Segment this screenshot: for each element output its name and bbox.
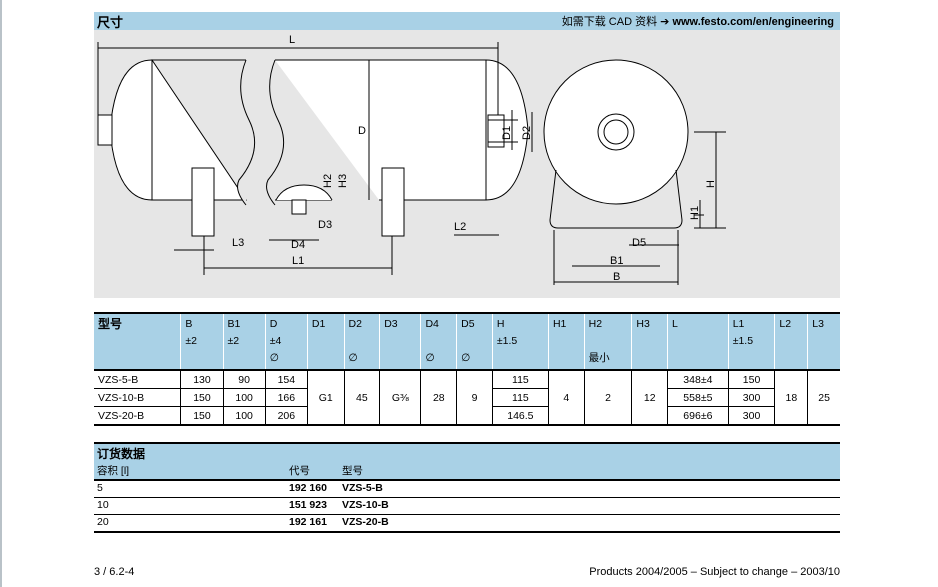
table-cell: 206 [264,406,308,425]
dims-col-header: B1±2 [222,313,266,370]
order-row: 5 192 160 VZS-5-B [94,481,840,498]
order-cell-code: 192 160 [289,482,327,494]
table-cell: G1 [306,370,345,425]
section-title: 尺寸 [97,14,124,30]
table-cell: 45 [343,370,380,425]
dim-label-H1: H1 [689,206,701,220]
order-cell-code: 151 923 [289,499,327,511]
dim-label-B: B [613,271,620,283]
arrow-icon: ➔ [660,16,670,28]
dim-label-H: H [705,180,717,188]
dim-label-D4: D4 [291,239,305,251]
dimensions-header: 尺寸 如需下载 CAD 资料 ➔ www.festo.com/en/engine… [94,12,840,30]
dims-col-header: D2∅ [343,313,380,370]
page-edge [0,0,2,587]
dims-col-header: D±4∅ [264,313,308,370]
footer-note: Products 2004/2005 – Subject to change –… [589,566,840,578]
dim-label-D2: D2 [521,126,533,140]
table-cell: 4 [547,370,585,425]
cad-download-link[interactable]: 如需下载 CAD 资料 ➔ www.festo.com/en/engineeri… [561,16,834,28]
dim-label-L3: L3 [232,237,244,249]
table-cell: VZS-20-B [98,409,145,422]
table-cell: VZS-5-B [98,373,139,386]
table-cell: 696±6 [667,406,729,425]
dim-label-D5: D5 [632,237,646,249]
table-cell: 348±4 [667,370,729,389]
table-cell: 300 [727,388,775,407]
dims-col-header: D4∅ [420,313,457,370]
dims-col-header: L3 [807,313,840,370]
dim-label-H2: H2 [322,174,334,188]
col-volume: 容积 [l] [97,465,130,477]
dim-label-D1: D1 [501,126,513,140]
dim-label-D3: D3 [318,219,332,231]
table-cell: 18 [774,370,808,425]
order-row: 20 192 161 VZS-20-B [94,515,840,533]
table-cell: 150 [727,370,775,389]
table-cell: 558±5 [667,388,729,407]
table-cell: 90 [222,370,266,389]
order-cell-type: VZS-5-B [342,482,383,494]
dims-col-header: D1 [306,313,345,370]
order-data-header: 订货数据 容积 [l] 代号 型号 [94,442,840,481]
page-number: 3 / 6.2-4 [94,566,135,578]
dims-col-header: D3 [379,313,421,370]
table-cell: 100 [222,388,266,407]
table-cell: 150 [180,406,224,425]
technical-drawing: L D D1 D2 D3 D4 D5 H H1 H2 H3 L1 L2 L3 B… [94,30,840,298]
dims-col-header: H1 [547,313,585,370]
table-cell: 100 [222,406,266,425]
dim-label-D: D [358,125,366,137]
order-cell-code: 192 161 [289,516,327,528]
dims-col-header: H±1.5 [491,313,549,370]
order-cell-volume: 5 [97,482,103,494]
cad-url: www.festo.com/en/engineering [672,16,834,28]
order-data-title: 订货数据 [97,447,146,461]
dims-col-header: D5∅ [456,313,493,370]
dims-col-header: L1±1.5 [727,313,775,370]
order-row: 10 151 923 VZS-10-B [94,498,840,515]
table-cell: 115 [491,388,549,407]
order-data-table: 订货数据 容积 [l] 代号 型号 5 192 160 VZS-5-B 10 151 9… [94,442,840,533]
dims-col-header: 型号 [94,313,181,370]
table-cell: 25 [807,370,840,425]
table-cell: 300 [727,406,775,425]
dims-col-header: B±2 [180,313,224,370]
dim-label-L2: L2 [454,221,466,233]
table-cell: 12 [631,370,668,425]
table-cell: 2 [583,370,632,425]
table-cell: G⅜ [379,370,421,425]
tank-drawing-svg: L D D1 D2 D3 D4 D5 H H1 H2 H3 L1 L2 L3 B… [97,34,726,285]
table-cell: 130 [180,370,224,389]
col-code: 代号 [289,465,310,477]
order-cell-type: VZS-10-B [342,499,389,511]
table-cell: 28 [420,370,457,425]
dim-label-L: L [289,34,295,46]
dim-label-L1: L1 [292,255,304,267]
table-cell: 150 [180,388,224,407]
table-cell: 166 [264,388,308,407]
dims-col-header: H3 [631,313,668,370]
table-cell: 154 [264,370,308,389]
dim-label-H3: H3 [337,174,349,188]
order-cell-volume: 20 [97,516,109,528]
order-cell-volume: 10 [97,499,109,511]
table-cell: 146.5 [491,406,549,425]
dim-label-B1: B1 [610,255,623,267]
dims-col-header: L2 [774,313,808,370]
table-cell: 115 [491,370,549,389]
col-type: 型号 [342,465,363,477]
table-cell: 9 [456,370,493,425]
dims-col-header: L [667,313,729,370]
order-cell-type: VZS-20-B [342,516,389,528]
table-cell: VZS-10-B [98,391,145,404]
